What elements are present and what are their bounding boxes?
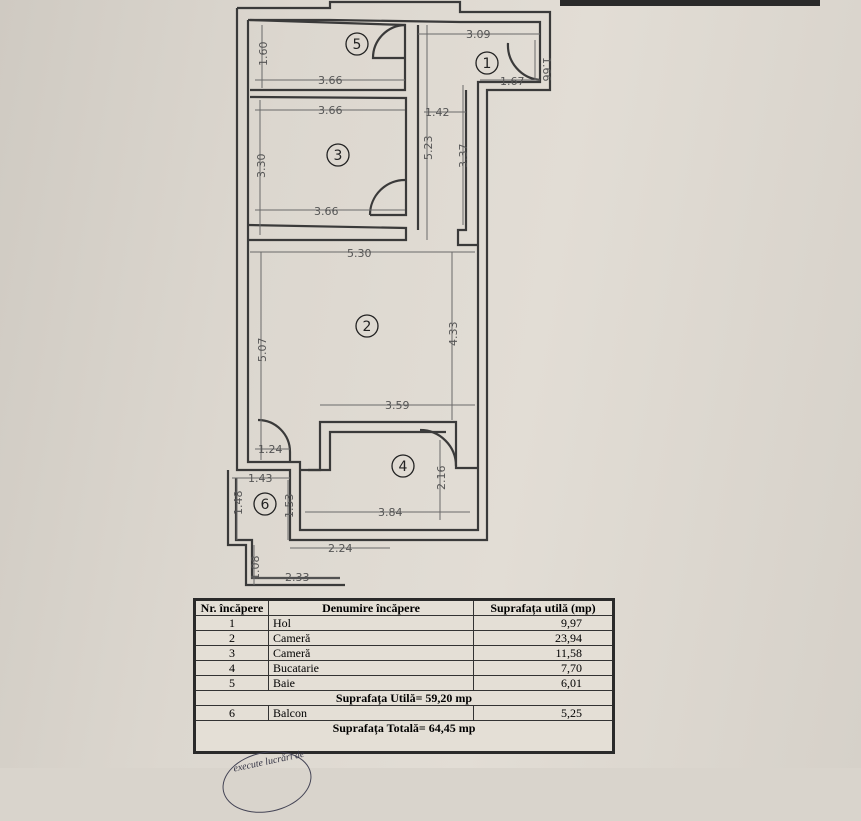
row-nr: 2 <box>194 630 269 646</box>
header-area: Suprafața utilă (mp) <box>473 599 614 616</box>
dim-balcony-148: 1.48 <box>232 491 245 516</box>
header-name: Denumire încăpere <box>268 599 474 616</box>
door-arc-6 <box>257 418 292 462</box>
kitchen-inner-wall <box>308 430 446 472</box>
room-4-marker <box>391 454 415 478</box>
dim-balcony-233: 2.33 <box>285 571 310 584</box>
row-area: 5,25 <box>473 705 614 721</box>
dim-room3-top: 3.66 <box>318 104 343 117</box>
row-name: Cameră <box>268 645 474 661</box>
inner-outer-wall <box>246 18 542 532</box>
useful-total-row: Suprafața Utilă= 59,20 mp <box>194 690 614 706</box>
grand-total-row: Suprafața Totală= 64,45 mp <box>194 720 614 753</box>
row-area: 11,58 <box>473 645 614 661</box>
dim-hol-door: 1.66 <box>540 57 553 82</box>
room3-wall <box>249 95 408 217</box>
dim-hol-length-2: 3.37 <box>457 144 470 169</box>
floor-plan: 3.09 1.66 1.67 1.42 5.23 3.37 1.60 3.66 … <box>226 0 553 587</box>
dim-hol-small: 1.67 <box>500 75 525 88</box>
area-table: Nr. încăpere Denumire încăpere Suprafața… <box>193 598 615 754</box>
room3-bottom-wall <box>247 223 408 242</box>
hall-wall <box>456 90 478 247</box>
row-area: 9,97 <box>473 615 614 631</box>
dim-balcony-224: 2.24 <box>328 542 353 555</box>
dim-hol-corridor: 1.42 <box>425 106 450 119</box>
room-2-number: 2 <box>363 319 372 335</box>
room-1-marker <box>475 51 499 75</box>
dimension-lines <box>232 25 540 585</box>
dim-room2-top: 5.30 <box>347 247 372 260</box>
room-2-marker <box>355 314 379 338</box>
room-5-marker <box>345 32 369 56</box>
row-name: Baie <box>268 675 474 691</box>
room-1-number: 1 <box>483 56 492 72</box>
dim-room2-right: 4.33 <box>447 322 460 347</box>
row-area: 23,94 <box>473 630 614 646</box>
dim-balcony-153: 1.53 <box>283 494 296 519</box>
room-6-number: 6 <box>261 497 270 513</box>
table-header-row: Nr. încăpere Denumire încăpere Suprafața… <box>194 599 614 616</box>
dim-hol-length: 5.23 <box>422 136 435 161</box>
balcony-wall <box>226 470 345 587</box>
door-arc-3 <box>368 178 407 216</box>
row-area: 7,70 <box>473 660 614 676</box>
room-6-marker <box>253 492 277 516</box>
dim-room3-bottom: 3.66 <box>314 205 339 218</box>
room-3-marker <box>326 143 350 167</box>
row-name: Bucatarie <box>268 660 474 676</box>
dim-room2-bottom: 3.59 <box>385 399 410 412</box>
room-3-number: 3 <box>334 148 343 164</box>
door-arc-4 <box>419 428 458 467</box>
dim-room2-left: 5.07 <box>256 338 269 363</box>
door-arc-1 <box>506 42 541 82</box>
room-4-number: 4 <box>399 459 408 475</box>
dim-balcony-108: 1.08 <box>249 556 262 581</box>
dim-bath-height: 1.60 <box>257 42 270 67</box>
row-nr: 5 <box>194 675 269 691</box>
row-nr: 1 <box>194 615 269 631</box>
row-area: 6,01 <box>473 675 614 691</box>
grand-total: Suprafața Totală= 64,45 mp <box>194 720 614 753</box>
dim-door-124: 1.24 <box>258 443 283 456</box>
row-name: Balcon <box>268 705 474 721</box>
dim-hol-width: 3.09 <box>466 28 491 41</box>
dim-room3-height: 3.30 <box>255 154 268 179</box>
door-arc-5 <box>371 23 406 60</box>
row-nr: 3 <box>194 645 269 661</box>
header-nr: Nr. încăpere <box>194 599 269 616</box>
dim-bath-width: 3.66 <box>318 74 343 87</box>
useful-total: Suprafața Utilă= 59,20 mp <box>194 690 614 706</box>
header-frame-edge <box>560 0 820 6</box>
row-name: Hol <box>268 615 474 631</box>
dim-balcony-143: 1.43 <box>248 472 273 485</box>
dim-kitchen-height: 2.16 <box>435 466 448 491</box>
room-5-number: 5 <box>353 37 362 53</box>
dim-kitchen-width: 3.84 <box>378 506 403 519</box>
row-name: Cameră <box>268 630 474 646</box>
outer-wall <box>235 0 552 542</box>
row-nr: 4 <box>194 660 269 676</box>
row-nr: 6 <box>194 705 269 721</box>
